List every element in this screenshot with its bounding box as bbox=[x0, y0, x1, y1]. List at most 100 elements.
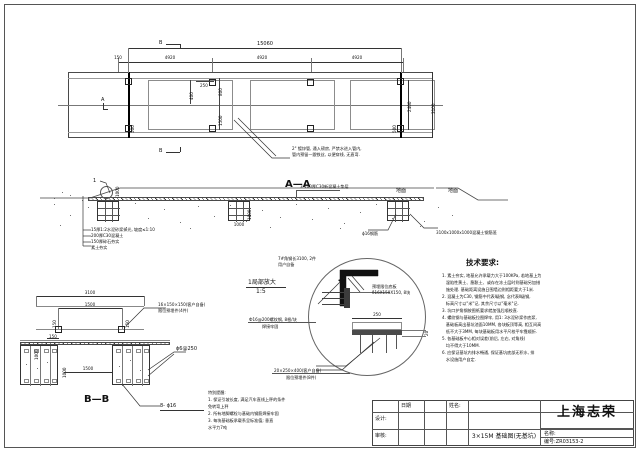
title-block-row1 bbox=[372, 412, 634, 413]
tech-item-11: 6. 应保证基坑内排水畅通, 保证基坑底部无积水, 排 bbox=[442, 350, 535, 355]
section-aa-title: A—A bbox=[285, 179, 311, 190]
section-bb-ext-r bbox=[144, 296, 145, 306]
tech-item-7: 基础板高出基坑池面10MM, 各块板顶等高, 相互间高 bbox=[442, 322, 542, 327]
section-bb-bolts-underline bbox=[160, 410, 204, 411]
section-aa-pier-1 bbox=[97, 201, 120, 222]
detail-dim-250: 250 bbox=[373, 312, 381, 317]
section-bb-dim-3100: 3100 bbox=[84, 290, 96, 295]
title-block-row2 bbox=[372, 429, 634, 430]
section-aa-rebar-leader bbox=[368, 213, 397, 231]
section-aa-note-cushion: 3-100厚C30新混凝土垫层 bbox=[300, 184, 349, 189]
section-bb-dim-1500-bottom-line bbox=[64, 372, 112, 373]
plan-vdim-3100-line bbox=[432, 72, 433, 138]
detail-plate-leader bbox=[350, 292, 390, 293]
reminder-item-3: 3. 每块基础板承载系呈标准值; 垂直 bbox=[208, 418, 274, 423]
section-bb-note-stirrup: ɸ6@250 bbox=[176, 346, 198, 352]
section-aa-note-ground2: 地面 bbox=[448, 188, 459, 194]
section-aa-soil bbox=[40, 198, 460, 232]
detail-title-underline bbox=[246, 287, 286, 288]
plan-end-pier-left bbox=[128, 72, 130, 138]
title-block-drawing-title: 3×15M 基础图(无基坑) bbox=[471, 433, 537, 440]
title-block-name-divider bbox=[540, 437, 634, 438]
section-bb-note-embed-1: 16×150×150(客户自备) bbox=[158, 302, 206, 307]
tech-item-6: 4. 螺纹钢与基础板拉图焊牢, 用1: 3水泥砂浆作底浆, bbox=[442, 315, 537, 320]
detail-angle-leader bbox=[317, 277, 345, 305]
plan-section-b-bottom: B bbox=[159, 148, 163, 154]
plan-pipe-note-line2: 管内预留一跟铁丝, 以便穿线, 无直弯. bbox=[292, 152, 360, 157]
detail-dim-20-ext1 bbox=[402, 330, 426, 331]
detail-rebar-1 bbox=[322, 292, 344, 293]
plan-pipe-note-line1: 2" 镀锌管, 通入磅房, 严禁水进入管内, bbox=[292, 146, 362, 151]
title-block-row-design: 设计: bbox=[375, 416, 387, 422]
reminder-heading: 特别提醒: bbox=[208, 390, 226, 395]
plan-dim-4920-c: 4920 bbox=[351, 55, 363, 60]
plan-ext-s1 bbox=[128, 58, 129, 72]
plan-dim-seg-line bbox=[118, 62, 403, 63]
section-bb-line-ground bbox=[20, 340, 170, 341]
title-block-col4 bbox=[468, 400, 469, 446]
plan-section-b-top: B bbox=[159, 40, 163, 46]
tech-item-2: 施处理. 基础距离设施日围墙边则相距要大于1米. bbox=[442, 287, 535, 292]
detail-vertical-plate bbox=[344, 288, 350, 308]
plan-section-a-line bbox=[103, 109, 108, 110]
detail-base-plate bbox=[352, 330, 402, 335]
plan-bolt-tl bbox=[125, 78, 132, 85]
section-bb-dim-1500-bottom: 1500 bbox=[82, 366, 94, 371]
section-aa-ground-note-3: 素土夯实 bbox=[91, 245, 108, 250]
section-bb-footing-left bbox=[20, 345, 58, 386]
plan-dim-overall-line bbox=[128, 48, 401, 49]
section-bb-dim-150-left: 150 bbox=[49, 334, 57, 339]
tech-item-8: 低不大于3MM, 每块基础板用水平尺校平牢靠顺折. bbox=[442, 329, 538, 334]
plan-end-pier-right bbox=[400, 72, 402, 138]
section-bb-ground-hatch bbox=[20, 342, 170, 345]
section-aa-mark-1: 1 bbox=[93, 178, 97, 184]
section-bb-title: B—B bbox=[84, 394, 110, 405]
section-bb-bolts-leader bbox=[121, 383, 160, 407]
section-aa-detail-leader bbox=[99, 180, 111, 194]
plan-dim-400: 400 bbox=[189, 92, 194, 100]
section-aa-slab bbox=[88, 197, 424, 201]
section-bb-embed-leader bbox=[125, 307, 166, 327]
tech-heading: 技术要求: bbox=[466, 258, 499, 267]
title-block-row-review: 审核: bbox=[375, 433, 387, 439]
plan-hdim-250-line bbox=[196, 81, 214, 82]
detail-embed-leader bbox=[316, 337, 381, 371]
reminder-item-4: 水平力7吨 bbox=[208, 425, 227, 430]
detail-note-plate-1: 预埋限位底板 bbox=[372, 284, 397, 289]
section-bb-line-top bbox=[36, 306, 144, 307]
plan-ext-s2 bbox=[212, 58, 213, 72]
tech-item-5: 3. 坑口护角钢按图纸要求就加强后顺校直. bbox=[442, 308, 519, 313]
detail-note-angle-2: 用户自备 bbox=[278, 262, 295, 267]
plan-guide-bottom bbox=[68, 132, 433, 133]
section-aa-ground-note-1: 200厚C30混凝土 bbox=[91, 233, 124, 238]
tech-item-1: 湿陷性黄土、膨胀土、或存在冻土层时则基础另加措 bbox=[442, 280, 541, 285]
detail-dim-250-line bbox=[352, 318, 402, 319]
section-bb-dim-3100-line bbox=[36, 296, 144, 297]
section-aa-note-ground: 地面 bbox=[396, 188, 407, 194]
plan-ext-s0 bbox=[118, 58, 119, 72]
plan-guide-top bbox=[68, 78, 433, 79]
plan-vdim-800-line bbox=[219, 78, 220, 106]
detail-note-rebar-2: 焊接牢固 bbox=[262, 324, 279, 329]
plan-module-2 bbox=[250, 80, 335, 130]
section-bb-dim-1500-line bbox=[58, 308, 122, 309]
title-block-code: 编号:ZR03153-2 bbox=[544, 439, 583, 446]
section-bb-note-embed-2: 限位预埋件(4件) bbox=[158, 308, 189, 313]
section-bb-line-mid bbox=[36, 329, 144, 330]
title-block-col-name: 姓名: bbox=[449, 403, 461, 409]
section-bb-embed-right bbox=[118, 326, 125, 333]
detail-base-box bbox=[352, 322, 402, 330]
detail-embed-note-underline bbox=[272, 373, 350, 374]
title-block-col1 bbox=[398, 400, 399, 446]
section-bb-dim-1500-top: 1500 bbox=[84, 302, 96, 307]
detail-anchor-3 bbox=[386, 335, 387, 353]
section-aa-dim-1000-b: 1000 bbox=[247, 209, 252, 220]
plan-bolt-b3 bbox=[307, 125, 314, 132]
section-bb-footing-right bbox=[112, 345, 150, 386]
section-aa-pier-3 bbox=[387, 201, 410, 222]
detail-rebar-note-underline bbox=[248, 322, 316, 323]
section-aa-note-cage: 3100x1000x1000混凝土钢筋笼 bbox=[436, 230, 497, 235]
section-bb-dim-1000: 1000 bbox=[34, 349, 39, 360]
sheet-border bbox=[4, 4, 636, 448]
